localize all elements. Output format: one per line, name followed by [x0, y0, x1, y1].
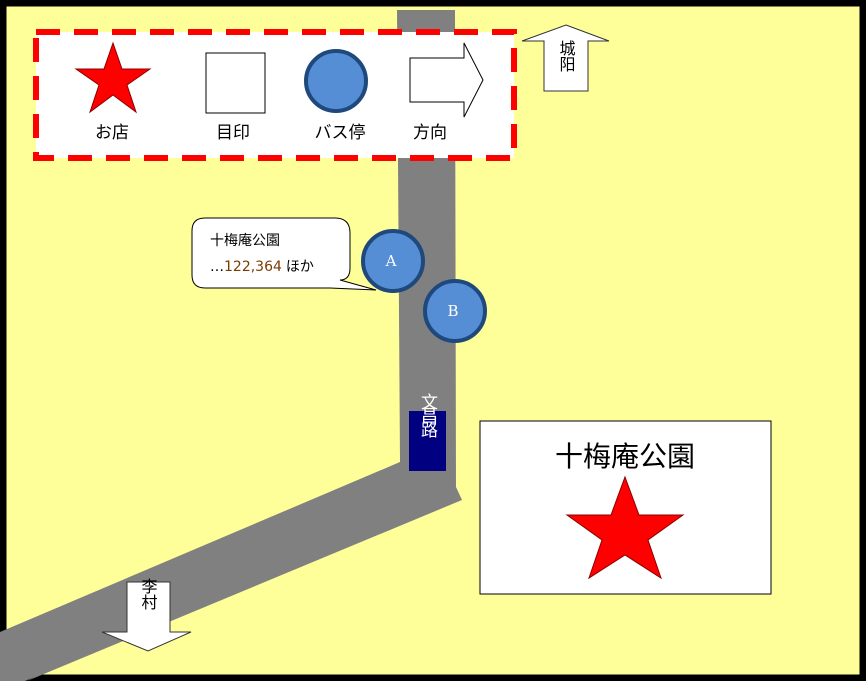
square-icon [205, 52, 266, 114]
bus-stop-a[interactable]: A [361, 229, 425, 293]
callout-routes: 122,364 [224, 259, 282, 275]
arrow-up-icon [521, 24, 610, 92]
callout-suffix: ほか [286, 259, 314, 275]
landmark-title: 十梅庵公園 [555, 440, 695, 473]
callout-title: 十梅庵公園 [210, 232, 280, 249]
direction-south-label: 李村 [139, 578, 158, 610]
shop-star-icon[interactable] [565, 475, 685, 580]
bus-stop-b[interactable]: B [423, 279, 487, 343]
bus-stop-a-label: A [385, 252, 397, 270]
bus-stop-a-circle[interactable] [361, 229, 425, 293]
direction-north-label: 城阳 [557, 40, 576, 72]
star-icon [74, 41, 152, 114]
bus-stop-b-label: B [447, 302, 458, 320]
arrow-right-icon [409, 42, 484, 118]
road-label-box [409, 411, 446, 471]
legend-label-bus-stop: バス停 [315, 123, 366, 143]
callout-prefix: … [210, 259, 224, 275]
circle-icon [304, 49, 368, 113]
arrow-down-icon [101, 581, 192, 652]
legend-label-landmark: 目印 [216, 123, 250, 143]
legend-label-shop: お店 [95, 123, 129, 143]
bus-stop-b-circle[interactable] [423, 279, 487, 343]
road-label: 文昌路 [417, 393, 438, 438]
legend-label-direction: 方向 [413, 123, 447, 143]
callout-bubble [191, 217, 377, 291]
